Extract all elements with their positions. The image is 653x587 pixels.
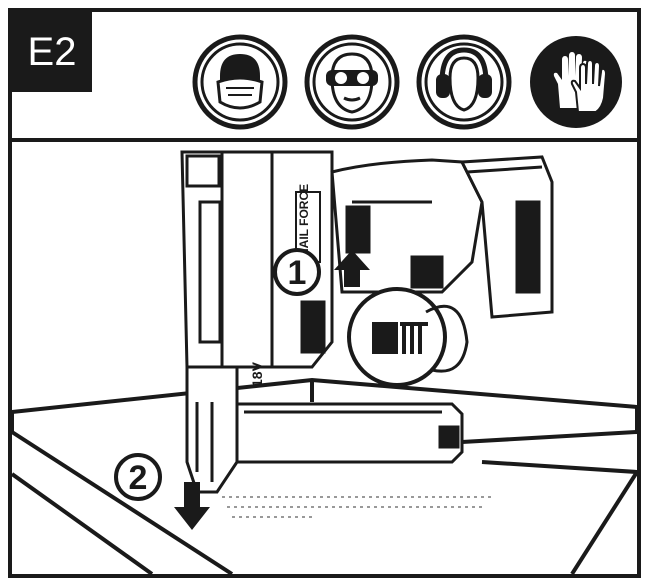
battery-label: 18V <box>249 361 265 387</box>
gloves-icon <box>530 36 622 128</box>
callout-2-number: 2 <box>129 459 148 497</box>
ear-protection-icon <box>416 34 512 130</box>
panel-header: E2 <box>12 12 637 142</box>
step-label: E2 <box>12 12 92 92</box>
nailer-illustration: NAIL FORCE 18V 1 2 <box>12 150 637 574</box>
workpiece-board <box>12 377 637 574</box>
callout-1-number: 1 <box>288 254 307 292</box>
callout-2: 2 <box>114 453 210 530</box>
up-arrow-icon <box>334 250 370 287</box>
instruction-panel: E2 <box>8 8 641 578</box>
safety-goggles-icon <box>304 34 400 130</box>
detail-magnifier <box>347 287 469 387</box>
dust-mask-icon <box>192 34 288 130</box>
callout-1: 1 <box>273 248 370 296</box>
svg-text:NAIL FORCE: NAIL FORCE <box>297 184 311 257</box>
nail-motion-marks <box>222 496 492 518</box>
nailer-tool <box>180 150 554 494</box>
down-arrow-icon <box>174 482 210 530</box>
